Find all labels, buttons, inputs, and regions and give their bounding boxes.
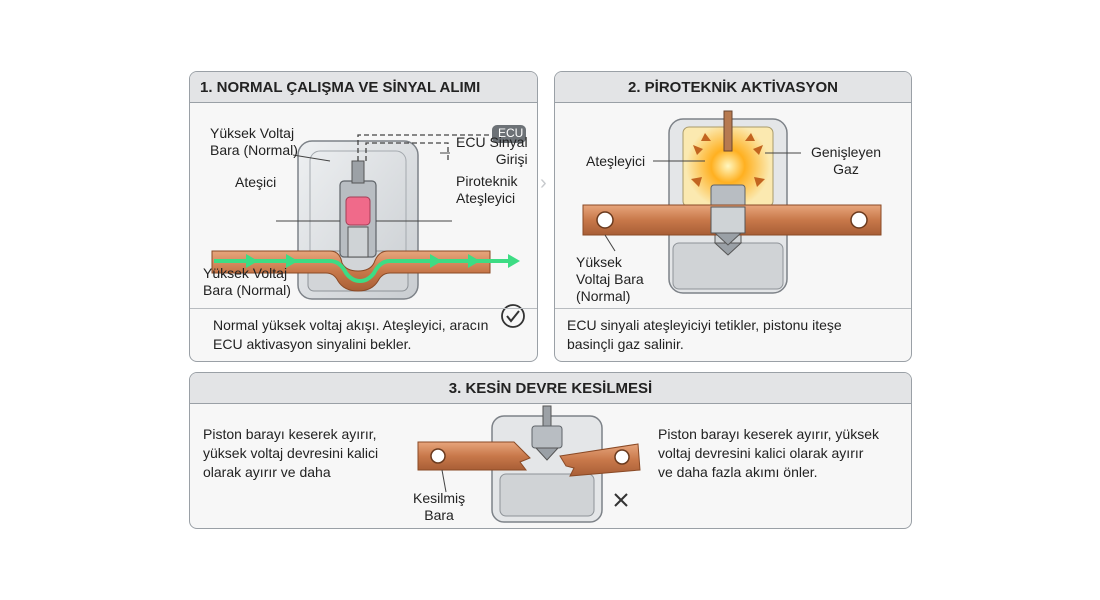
panel2-illustration [582,110,882,294]
panel-normal-operation: 1. NORMAL ÇALIŞMA VE SİNYAL ALIMI [189,71,538,362]
panel-title: 3. KESİN DEVRE KESİLMESİ [448,379,653,397]
panel1-illustration [211,125,526,328]
igniter-label: Ateşleyici [586,153,646,169]
panel1-caption: Normal yüksek voltaj akışı. Ateşleyici, … [213,317,489,352]
close-x-icon [614,493,628,507]
busbar-bottom-label: Yüksek Voltaj Bara (Normal) [203,265,291,298]
busbar-top-label: Yüksek Voltaj Bara (Normal) [210,125,298,158]
left-description: Piston barayı keserek ayırır, yüksek vol… [203,426,379,480]
cut-busbar-label: Kesilmiş Bara [413,490,466,523]
check-circle-icon [501,304,525,328]
panel-title: 1. NORMAL ÇALIŞMA VE SİNYAL ALIMI [200,78,481,96]
panel-permanent-disconnect: 3. KESİN DEVRE KESİLMESİ Piston barayı k… [189,372,912,529]
ecu-signal-label: ECU Sinyal Girişi [456,134,528,167]
panel-title: 2. PİROTEKNİK AKTİVASYON [627,78,839,96]
panel3-illustration [417,405,641,523]
right-description: Piston barayı keserek ayırır, yüksek vol… [658,426,879,480]
ecu-signal-wire [357,134,490,161]
expanding-gas-label: Genişleyen Gaz [811,144,882,177]
current-flow [214,259,508,284]
ecu-tag-label: ECU [498,126,524,140]
panel-pyrotechnic-activation: 2. PİROTEKNİK AKTİVASYON [554,71,912,362]
panel-header: 1. NORMAL ÇALIŞMA VE SİNYAL ALIMI [190,72,537,103]
busbar-label: Yüksek Voltaj Bara (Normal) [576,254,644,304]
panel2-caption: ECU sinyali ateşleyiciyi tetikler, pisto… [567,317,842,352]
chevron-right-icon: › [540,172,547,194]
ignition-glow [686,124,770,208]
panel-header: 3. KESİN DEVRE KESİLMESİ [190,373,911,404]
igniter-charge [345,196,371,226]
panel-header: 2. PİROTEKNİK AKTİVASYON [555,72,911,103]
busbar-left-piece [417,441,531,471]
pyro-igniter-label: Piroteknik Ateşleyici [456,173,518,206]
igniter-label: Ateşici [235,174,277,190]
